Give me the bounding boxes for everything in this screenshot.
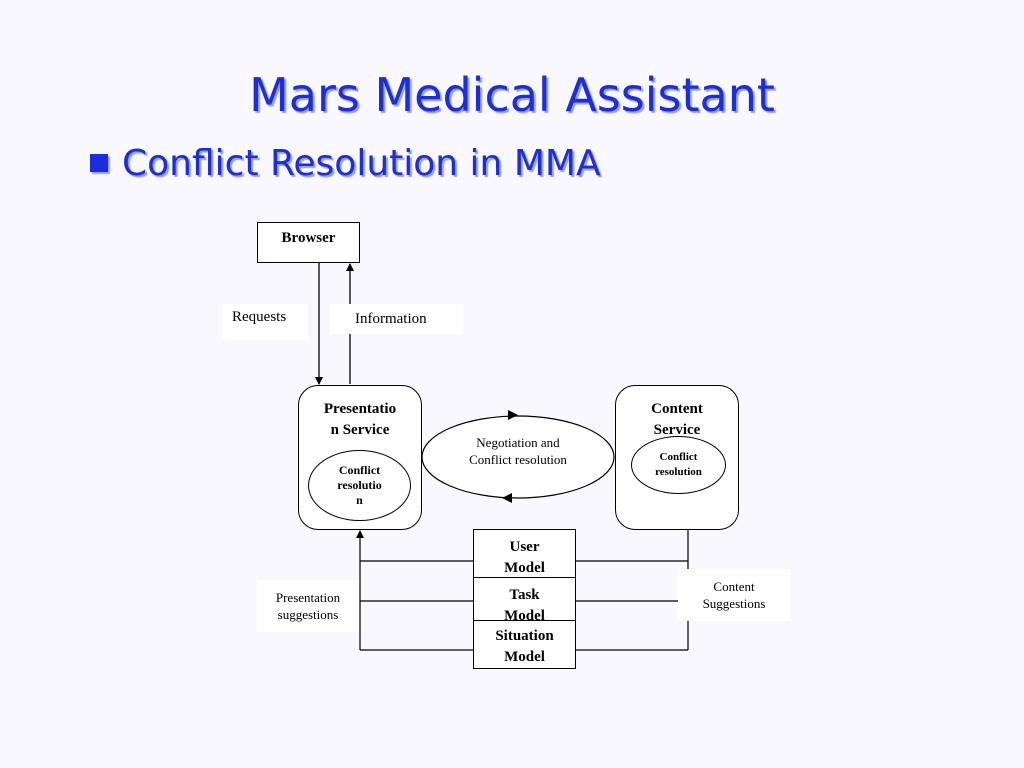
negotiation-label: Negotiation and Conflict resolution <box>469 435 567 467</box>
bullet-square-icon <box>90 154 108 172</box>
content-conflict-label: Conflict resolution <box>655 451 702 478</box>
content-conflict-ellipse: Conflict resolution <box>631 436 726 494</box>
presentation-conflict-label: Conflict resolutio n <box>337 463 382 507</box>
user-model-label: User Model <box>504 539 545 576</box>
negotiation-arrow-bottom-icon <box>502 493 512 503</box>
content-suggestions-label: Content Suggestions <box>678 569 790 621</box>
negotiation-arrow-top-icon <box>508 410 518 420</box>
browser-box: Browser <box>257 222 360 263</box>
presentation-suggestions-label: Presentation suggestions <box>257 580 359 632</box>
situation-model-box: Situation Model <box>473 620 576 669</box>
presentation-conflict-ellipse: Conflict resolutio n <box>308 450 411 521</box>
slide-title: Mars Medical Assistant <box>249 68 775 122</box>
information-label: Information <box>330 304 463 334</box>
presentation-service-label: Presentatio n Service <box>323 401 397 438</box>
bullet-item: Conflict Resolution in MMA <box>90 140 601 186</box>
bullet-text: Conflict Resolution in MMA <box>122 142 601 184</box>
requests-label: Requests <box>222 304 308 340</box>
content-service-label: Content Service <box>651 401 703 438</box>
situation-model-label: Situation Model <box>495 628 554 665</box>
task-model-label: Task Model <box>504 587 545 621</box>
task-model-box: Task Model <box>473 577 576 621</box>
user-model-box: User Model <box>473 529 576 578</box>
